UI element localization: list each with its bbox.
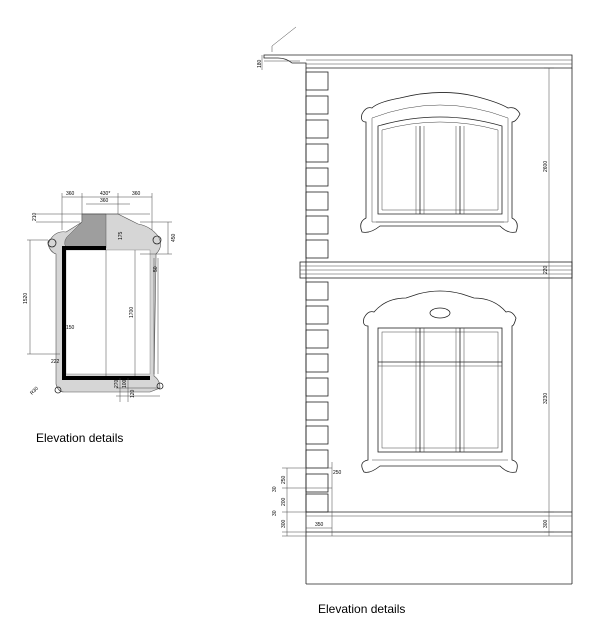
right-scroll-top: [152, 235, 162, 245]
dim-inner-width: 150: [66, 325, 75, 331]
upper-window-surround: [360, 92, 521, 233]
left-scroll-bottom: [54, 386, 62, 394]
dim-bottom-b: 100: [122, 379, 128, 388]
dim-inner-b: 50: [153, 266, 159, 272]
dim-quoin-w: 250: [333, 470, 342, 476]
dim-inner-a: 175: [118, 231, 124, 240]
dim-small: 222: [51, 359, 60, 365]
inner-opening: [65, 249, 151, 375]
cornice: [263, 54, 573, 69]
dim-top-c: 360: [132, 191, 141, 197]
caption-left-detail: Elevation details: [36, 431, 124, 445]
quoins: [305, 71, 329, 513]
dim-band: 220: [543, 265, 549, 274]
dim-bottom-c: 120: [130, 389, 136, 398]
right-scroll-bottom: [156, 382, 164, 390]
dim-base-d: 30: [272, 510, 278, 516]
dim-left-height: 1520: [23, 293, 29, 304]
dim-left-top: 210: [32, 212, 38, 221]
dim-base-e: 300: [281, 519, 287, 528]
dim-top-a: 360: [66, 191, 75, 197]
dim-bottom-a: 270: [114, 379, 120, 388]
lower-window-surround: [361, 290, 518, 473]
caption-right-elevation: Elevation details: [318, 602, 406, 616]
dim-plinth-h: 300: [543, 519, 549, 528]
upper-window: [360, 92, 521, 233]
facade-elevation: 180 2600 220 3230 250 30 200 30 300 350 …: [257, 26, 573, 585]
dim-lower-floor: 3230: [543, 393, 549, 404]
dim-top-b: 430*: [100, 191, 110, 197]
dim-base-a: 250: [281, 475, 287, 484]
dim-upper-floor: 2600: [543, 161, 549, 172]
oval-medallion: [429, 307, 451, 319]
window-frame-detail: 360 430* 360 360 210 450 175 50 1520 170…: [23, 191, 177, 402]
dim-plinth-w: 350: [315, 522, 324, 528]
dim-cornice: 180: [257, 59, 263, 68]
dim-mid-height: 1700: [129, 307, 135, 318]
dim-base-c: 200: [281, 497, 287, 506]
dim-right-top: 450: [171, 233, 177, 242]
dim-top-d: 360: [100, 198, 109, 204]
dim-corner: R30: [29, 386, 40, 397]
left-scroll-top: [47, 238, 57, 248]
keystone-shading: [64, 213, 107, 249]
thick-frame: [62, 246, 150, 380]
lower-window: [361, 290, 518, 473]
dim-base-b: 30: [272, 486, 278, 492]
